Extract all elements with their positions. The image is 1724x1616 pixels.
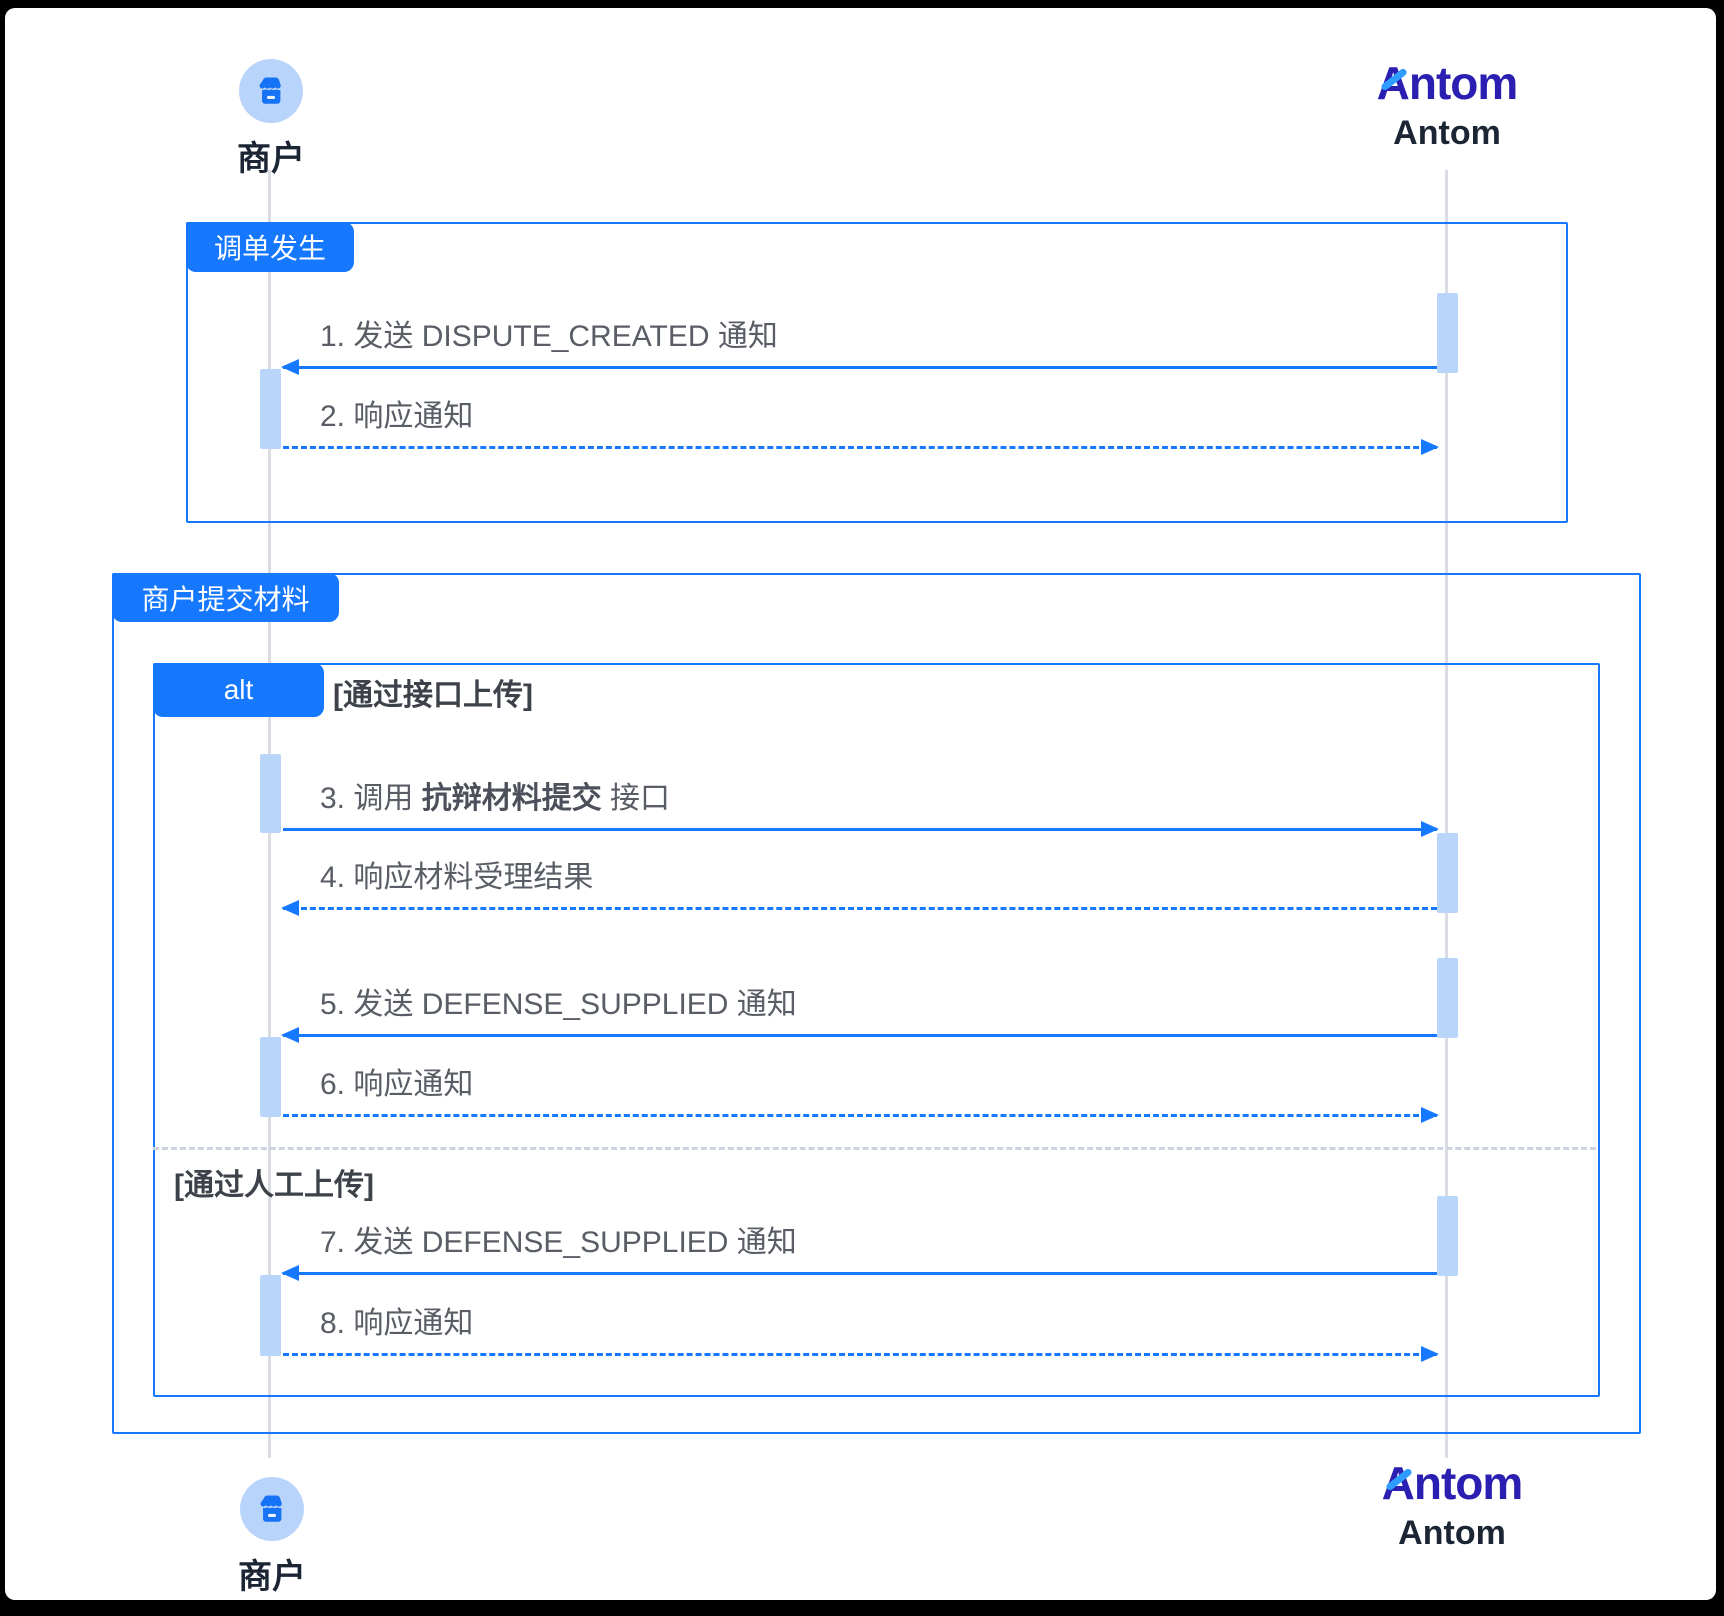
antom-wordmark: Antom — [1381, 1457, 1524, 1509]
merchant-activation-2 — [260, 754, 281, 833]
antom-logo-bottom: Antom — [1381, 1457, 1524, 1509]
frame-dispute-created-title: 调单发生 — [186, 222, 354, 272]
alt-guard-manual: [通过人工上传] — [174, 1169, 374, 1202]
message-7: 7. 发送 DEFENSE_SUPPLIED 通知 — [281, 1221, 1437, 1281]
message-1-label: 1. 发送 DISPUTE_CREATED 通知 — [320, 320, 778, 353]
message-1: 1. 发送 DISPUTE_CREATED 通知 — [281, 315, 1437, 375]
message-8: 8. 响应通知 — [283, 1302, 1439, 1362]
actor-antom-bottom: Antom Antom — [1352, 1460, 1552, 1553]
frame-dispute-created: 调单发生 — [186, 222, 1568, 523]
message-1-arrow — [281, 359, 1437, 375]
message-2-arrow — [283, 439, 1439, 455]
message-4-label: 4. 响应材料受理结果 — [320, 861, 594, 894]
message-3-label: 3. 调用 抗辩材料提交 接口 — [320, 773, 670, 817]
merchant-activation-4 — [260, 1275, 281, 1356]
message-8-arrow — [283, 1346, 1439, 1362]
storefront-icon — [259, 77, 281, 104]
antom-activation-2 — [1437, 833, 1458, 913]
message-6-label: 6. 响应通知 — [320, 1068, 474, 1101]
actor-antom-top: Antom Antom — [1347, 60, 1547, 153]
message-6-arrow — [283, 1107, 1439, 1123]
merchant-label-top: 商户 — [237, 140, 305, 178]
alt-divider — [153, 1147, 1596, 1150]
actor-merchant-bottom: 商户 — [207, 1477, 337, 1598]
antom-activation-3 — [1437, 958, 1458, 1038]
antom-activation-1 — [1437, 293, 1458, 373]
frame-merchant-submit: 商户提交材料 — [112, 573, 1641, 1434]
message-3-text-bold: 抗辩材料提交 — [421, 782, 602, 815]
antom-lifeline — [1445, 170, 1448, 1458]
message-3: 3. 调用 抗辩材料提交 接口 — [283, 777, 1439, 837]
merchant-activation-1 — [260, 369, 281, 449]
message-3-arrow — [283, 821, 1439, 837]
antom-label-bottom: Antom — [1398, 1514, 1506, 1552]
antom-label-top: Antom — [1393, 114, 1501, 152]
message-4: 4. 响应材料受理结果 — [281, 856, 1437, 916]
message-2: 2. 响应通知 — [283, 395, 1439, 455]
antom-wordmark: Antom — [1376, 57, 1519, 109]
alt-operator-label: alt — [153, 663, 324, 717]
actor-merchant-top: 商户 — [206, 59, 336, 180]
alt-guard-api: [通过接口上传] — [333, 679, 533, 712]
merchant-activation-3 — [260, 1037, 281, 1117]
diagram-canvas — [5, 8, 1716, 1600]
merchant-avatar — [239, 59, 303, 123]
message-3-text-post: 接口 — [601, 782, 671, 815]
frame-merchant-submit-title: 商户提交材料 — [112, 573, 339, 622]
message-5-label: 5. 发送 DEFENSE_SUPPLIED 通知 — [320, 988, 797, 1021]
alt-frame: alt — [153, 663, 1600, 1397]
storefront-icon — [260, 1495, 282, 1522]
merchant-avatar-bottom — [240, 1477, 304, 1541]
message-7-arrow — [281, 1265, 1437, 1281]
message-8-label: 8. 响应通知 — [320, 1307, 474, 1340]
antom-logo-top: Antom — [1376, 57, 1519, 109]
message-5-arrow — [281, 1027, 1437, 1043]
message-6: 6. 响应通知 — [283, 1063, 1439, 1123]
message-7-label: 7. 发送 DEFENSE_SUPPLIED 通知 — [320, 1226, 797, 1259]
merchant-label-bottom: 商户 — [238, 1558, 306, 1596]
message-4-arrow — [281, 900, 1437, 916]
message-5: 5. 发送 DEFENSE_SUPPLIED 通知 — [281, 983, 1437, 1043]
message-3-text-pre: 3. 调用 — [320, 782, 422, 815]
message-2-label: 2. 响应通知 — [320, 400, 474, 433]
antom-activation-4 — [1437, 1196, 1458, 1276]
